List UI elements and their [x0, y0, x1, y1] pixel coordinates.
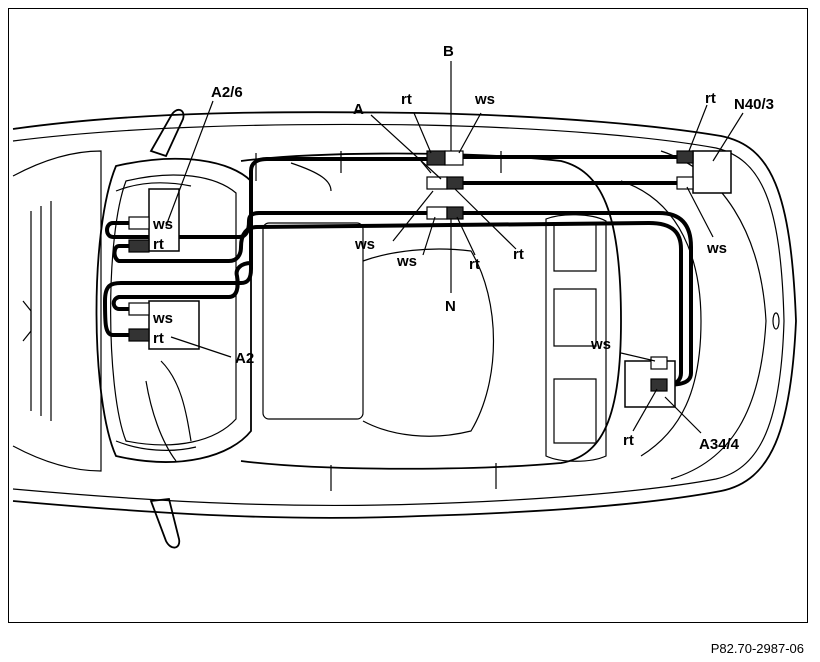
label-a2-6-ws: ws — [152, 216, 173, 233]
label-a2: A2 — [235, 350, 254, 367]
label-a2-6-rt: rt — [153, 236, 164, 253]
label-a-rt: rt — [513, 246, 524, 263]
leader-lines — [165, 61, 744, 434]
label-b-rt: rt — [401, 91, 412, 108]
label-n40-3-rt: rt — [705, 90, 716, 107]
component-a2 — [128, 300, 200, 350]
label-n-ws: ws — [396, 253, 417, 270]
label-a2-6: A2/6 — [211, 84, 243, 101]
label-n40-3: N40/3 — [734, 96, 774, 113]
wiring-diagram: B rt ws A A2/6 rt N40/3 ws rt ws rt ws w… — [12, 43, 797, 549]
connector-b — [426, 150, 464, 166]
connector-a — [426, 176, 464, 190]
wiring-harness — [102, 155, 693, 387]
diagram-frame: B rt ws A A2/6 rt N40/3 ws rt ws rt ws w… — [8, 8, 808, 623]
figure-id: P82.70-2987-06 — [711, 641, 804, 656]
cable-ws-a2 — [111, 261, 252, 311]
label-n: N — [445, 298, 456, 315]
label-b-ws: ws — [474, 91, 495, 108]
label-a34-4: A34/4 — [699, 436, 740, 453]
label-a-ws: ws — [354, 236, 375, 253]
cable-n-a34-4 — [463, 211, 693, 387]
label-a2-rt: rt — [153, 330, 164, 347]
label-n40-3-ws: ws — [706, 240, 727, 257]
label-a2-ws: ws — [152, 310, 173, 327]
cable-rt-a2-6 — [112, 220, 683, 387]
label-a34-4-ws: ws — [590, 336, 611, 353]
label-a: A — [353, 101, 364, 118]
label-n-rt: rt — [469, 256, 480, 273]
component-a2-6 — [128, 188, 180, 253]
cable-rt-a2 — [102, 157, 427, 337]
connector-n — [426, 206, 464, 220]
component-n40-3 — [676, 150, 732, 194]
label-b: B — [443, 43, 454, 60]
label-a34-4-rt: rt — [623, 432, 634, 449]
